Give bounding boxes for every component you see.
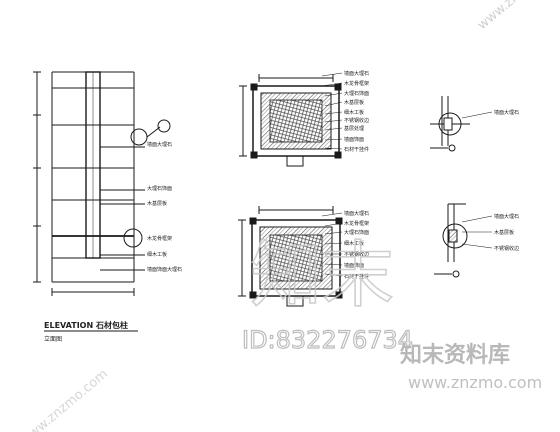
detail-label: 墙面大理石 [494,213,519,220]
plan-label: 细木工板 [344,240,364,247]
elevation-note: 细木工板 [147,251,167,258]
plan-label: 不锈钢收边 [344,117,369,124]
elevation-note: 墙面饰面大理石 [147,266,182,273]
plan-label: 木龙骨框架 [344,80,369,87]
watermark-url-corner: www.znzmo.com [475,0,560,33]
detail-label: 不锈钢收边 [494,245,519,252]
watermark-brand-bottom: 知末资料库 [400,342,510,368]
watermark-url-bottom: www.znzmo.com [408,373,542,392]
top-plan-labels: 墙面大理石 木龙骨框架 大理石饰面 木基层板 细木工板 不锈钢收边 基层处理 墙… [344,70,369,153]
plan-label: 基层处理 [344,125,364,132]
detail-upper [430,96,493,152]
watermark-id: ID:832276734 [242,326,413,354]
elevation-view [33,71,171,296]
elevation-title: ELEVATION 石材包柱 [44,320,128,330]
detail-label: 木基层板 [494,229,514,236]
detail-label: 墙面大理石 [494,109,519,116]
elevation-note: 大理石饰面 [147,185,172,192]
plan-label: 木基层板 [344,99,364,106]
elevation-note: 木龙骨框架 [147,235,172,242]
plan-label: 大理石饰面 [344,90,369,97]
plan-label: 木龙骨框架 [344,220,369,227]
watermark-brand-center: 知末 [250,233,394,317]
elevation-note: 木基层板 [147,200,167,207]
bottom-plan-labels: 墙面大理石 木龙骨框架 大理石饰面 细木工板 不锈钢收边 墙面饰面 石材干挂件 [344,210,369,280]
plan-label: 细木工板 [344,109,364,116]
plan-label: 石材干挂件 [344,146,369,153]
elevation-subtitle: 立面图 [44,335,62,343]
plan-label: 墙面饰面 [344,262,364,269]
plan-label: 墙面饰面 [344,136,364,143]
elevation-notes: 墙面大理石 大理石饰面 木基层板 木龙骨框架 细木工板 墙面饰面大理石 [147,141,182,273]
top-plan-section [239,72,343,167]
plan-label: 不锈钢收边 [344,251,369,258]
bottom-plan-section [238,206,343,307]
elevation-note: 墙面大理石 [147,141,172,148]
plan-label: 石材干挂件 [344,273,369,280]
plan-label: 墙面大理石 [344,70,369,77]
watermark-url-diagonal: www.znzmo.com [18,367,111,432]
plan-label: 墙面大理石 [344,210,369,217]
plan-label: 大理石饰面 [344,229,369,236]
detail-lower [434,203,493,278]
